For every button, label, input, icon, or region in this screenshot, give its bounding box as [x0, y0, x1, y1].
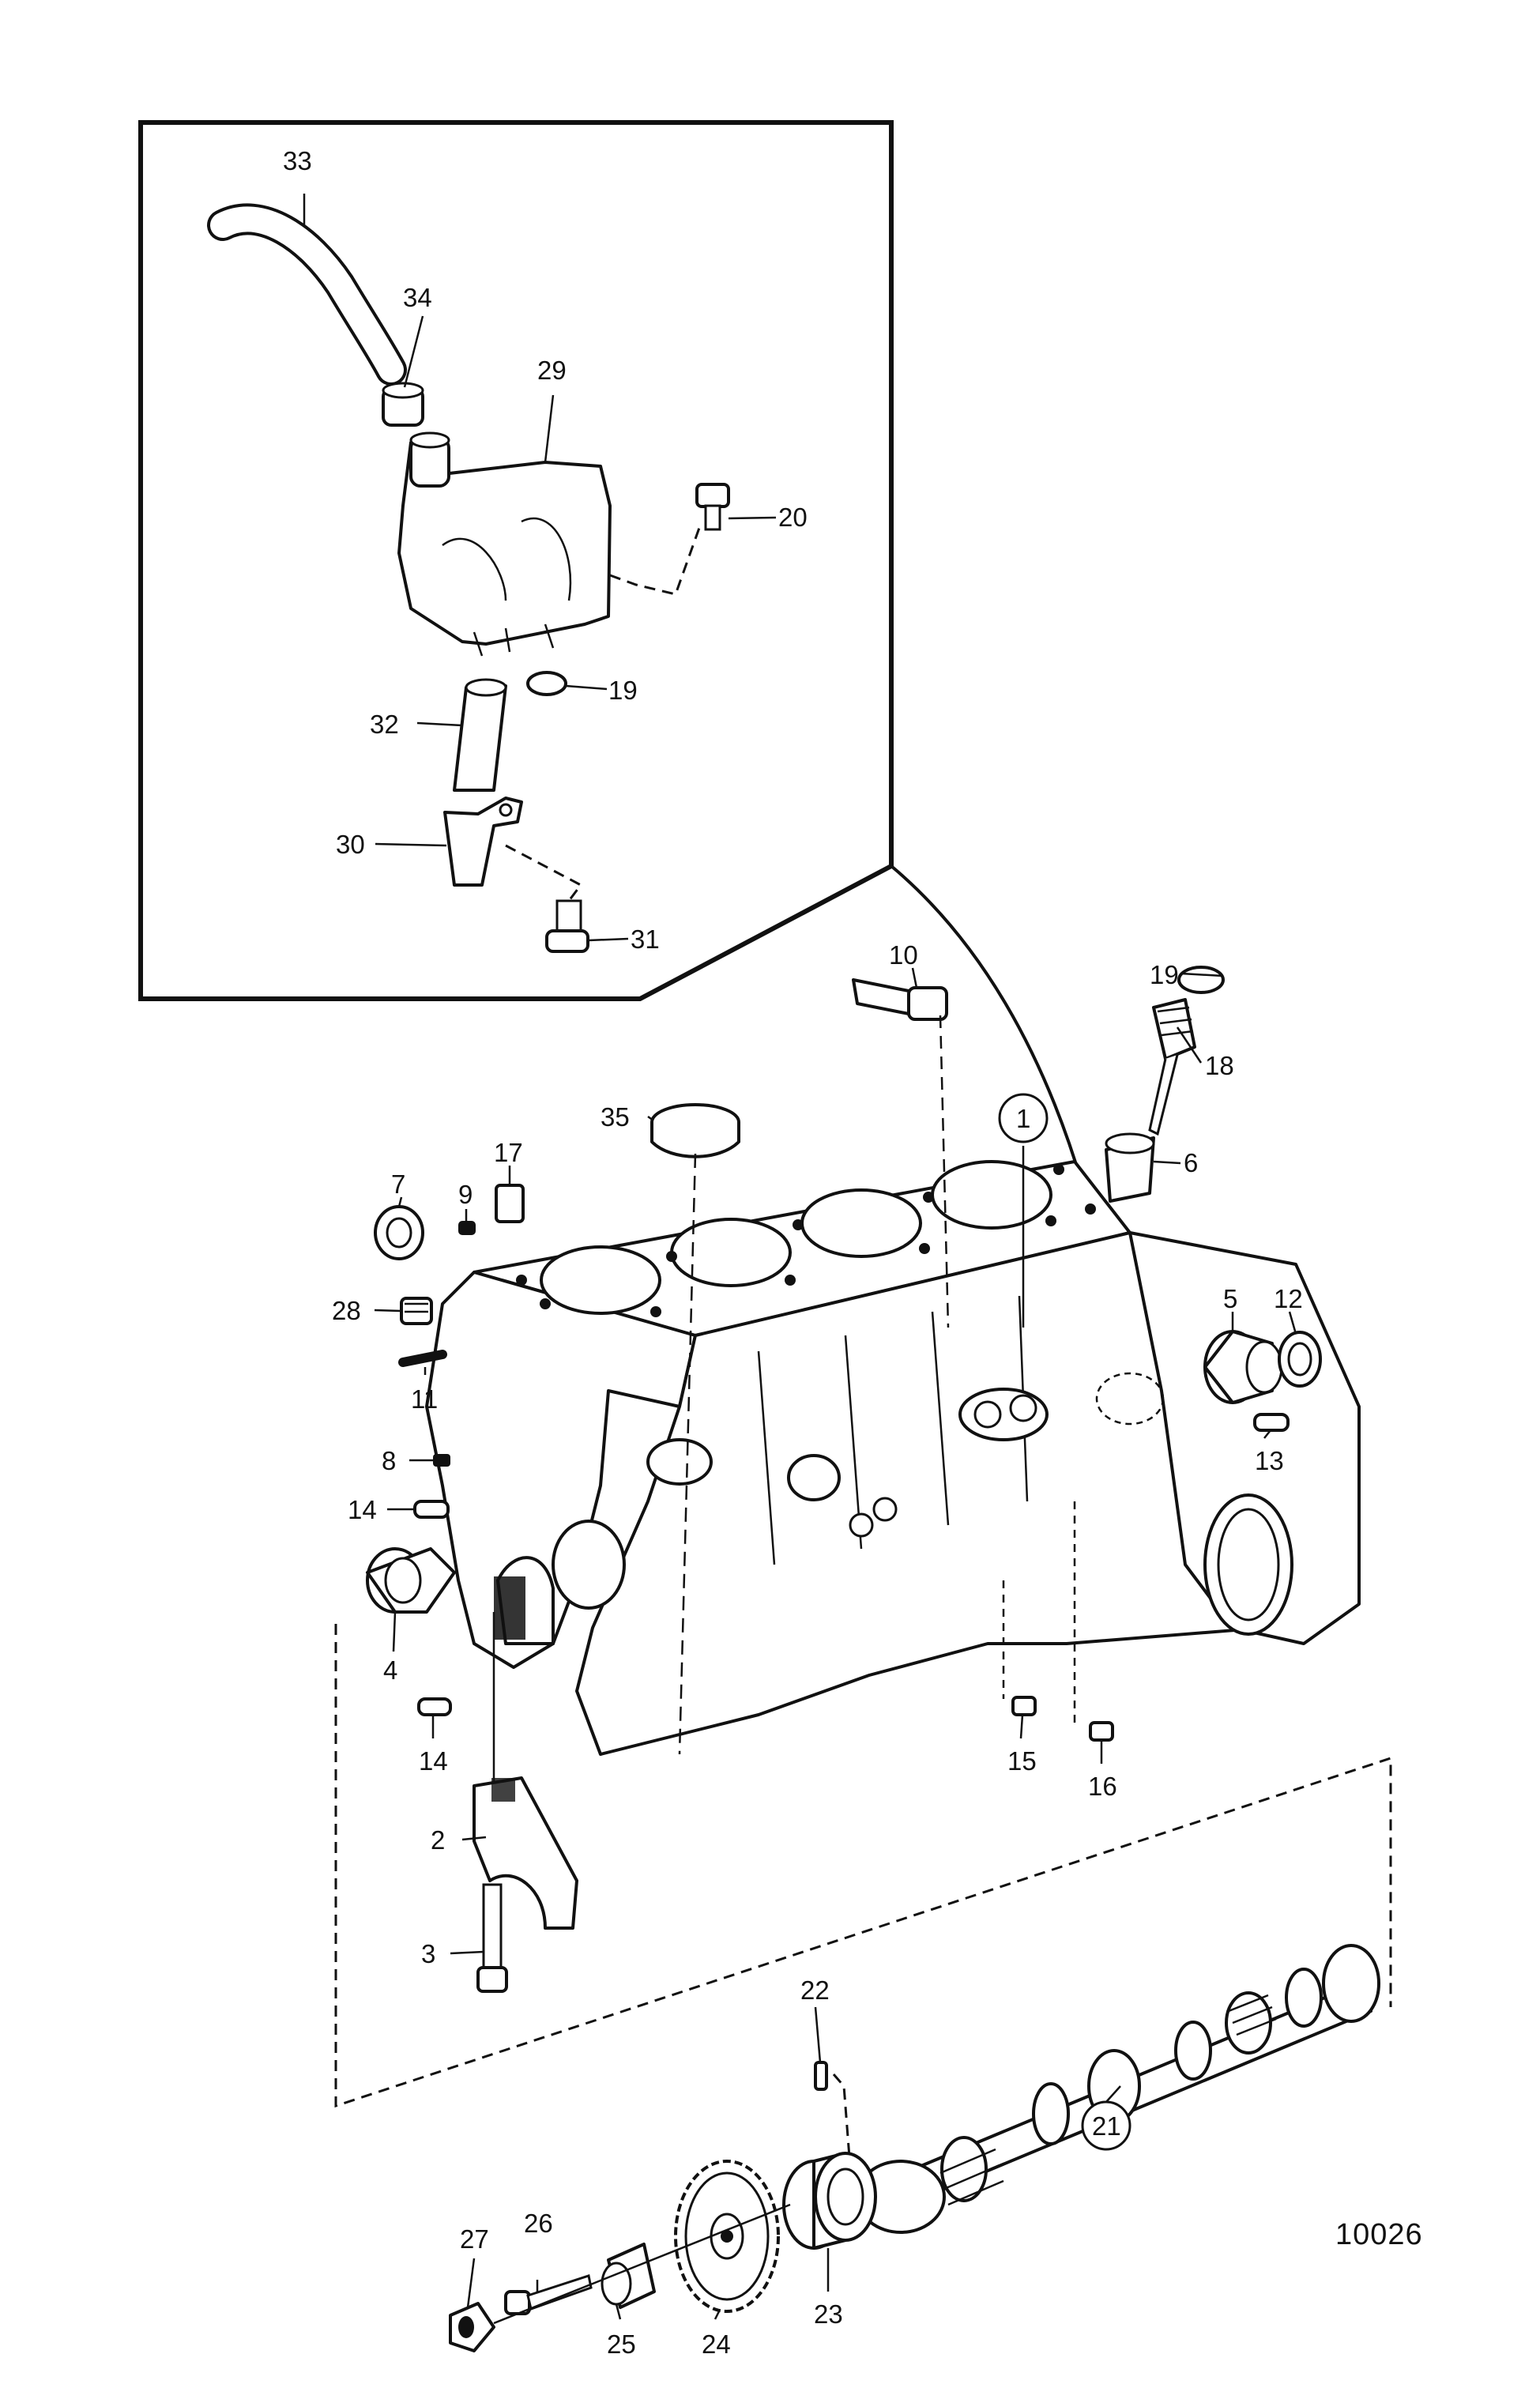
- callout-17: 17: [494, 1138, 523, 1167]
- callout-19: 19: [1150, 960, 1179, 989]
- cam-nut: [449, 2302, 495, 2352]
- callout-21-circle: [1081, 2100, 1131, 2151]
- gear-hub: [601, 2243, 656, 2309]
- pin-16: [1089, 1721, 1114, 1742]
- callout-5: 5: [1223, 1284, 1237, 1313]
- key-22: [814, 2061, 828, 2091]
- callout-1-circle: [998, 1093, 1049, 1143]
- figure-reference-number: 10026: [1335, 2218, 1423, 2251]
- callout-19-inset: 19: [608, 676, 638, 705]
- o-ring-19b: [1177, 966, 1225, 994]
- callout-33: 33: [283, 146, 312, 175]
- callout-32: 32: [370, 710, 399, 739]
- callout-15: 15: [1007, 1746, 1037, 1776]
- expansion-cap: [650, 1103, 740, 1158]
- callout-14-upper: 14: [348, 1495, 377, 1524]
- bushing-6: [1105, 1132, 1155, 1203]
- dowel-14b: [417, 1697, 452, 1716]
- callout-11: 11: [411, 1384, 438, 1414]
- dowel-14a: [413, 1500, 450, 1519]
- drive-gear-18: [1148, 998, 1196, 1136]
- callout-20: 20: [778, 503, 808, 532]
- bolt-20: [695, 483, 730, 531]
- oil-fitting: [852, 978, 948, 1021]
- callout-1: 1: [1016, 1104, 1030, 1133]
- callout-25: 25: [607, 2330, 636, 2359]
- inset-frame: [138, 120, 1084, 1186]
- callout-26: 26: [524, 2209, 553, 2238]
- cam-bolt: [504, 2274, 593, 2315]
- bolt-31: [545, 899, 589, 953]
- cam-bearing: [782, 2152, 877, 2250]
- callout-18: 18: [1205, 1051, 1234, 1080]
- callout-14-lower: 14: [419, 1746, 448, 1776]
- dowel-17: [495, 1184, 525, 1223]
- callout-28: 28: [332, 1296, 361, 1325]
- callout-4: 4: [383, 1655, 397, 1685]
- cap-bolt: [476, 1883, 508, 1993]
- bearing-5: [1203, 1330, 1283, 1404]
- callout-10: 10: [889, 940, 918, 970]
- pipe: [453, 678, 507, 792]
- callout-13: 13: [1255, 1446, 1284, 1475]
- callout-3: 3: [421, 1939, 435, 1968]
- pin-15: [1011, 1696, 1037, 1716]
- callout-8: 8: [382, 1446, 396, 1475]
- camshaft: [856, 1944, 1380, 2234]
- plug-8: [433, 1454, 450, 1467]
- plug-9: [458, 1221, 476, 1235]
- callout-12: 12: [1274, 1284, 1303, 1313]
- plug-28: [400, 1297, 433, 1325]
- stud-11: [398, 1350, 447, 1367]
- callout-23: 23: [814, 2299, 843, 2329]
- rubber-grommet: [382, 382, 424, 427]
- callout-16: 16: [1088, 1772, 1117, 1801]
- o-ring-inset: [526, 671, 567, 696]
- callout-22: 22: [800, 1976, 830, 2005]
- breather-hose: [207, 203, 407, 386]
- callout-30: 30: [336, 830, 365, 859]
- bearing-4: [366, 1547, 456, 1614]
- callout-9: 9: [458, 1180, 473, 1209]
- timing-gear: [674, 2160, 780, 2313]
- engine-block: [425, 1160, 1361, 1756]
- oil-trap: [397, 431, 612, 657]
- callout-6: 6: [1184, 1148, 1198, 1177]
- callout-29: 29: [537, 356, 567, 385]
- callout-labels: 33 34 29 20 19 32 30 31 10 19 18 35 1 6 …: [283, 146, 1303, 2359]
- callout-2: 2: [431, 1825, 445, 1855]
- callout-24: 24: [702, 2330, 731, 2359]
- callout-35: 35: [601, 1102, 630, 1132]
- bracket: [443, 797, 523, 887]
- callout-31: 31: [631, 925, 660, 954]
- callout-27: 27: [460, 2224, 489, 2254]
- callout-34: 34: [403, 283, 432, 312]
- main-bearing-cap: [473, 1776, 578, 1930]
- callout-21: 21: [1092, 2111, 1121, 2141]
- dowel-13: [1253, 1413, 1290, 1432]
- leader-lines: [303, 194, 1297, 2320]
- callout-7: 7: [391, 1169, 405, 1199]
